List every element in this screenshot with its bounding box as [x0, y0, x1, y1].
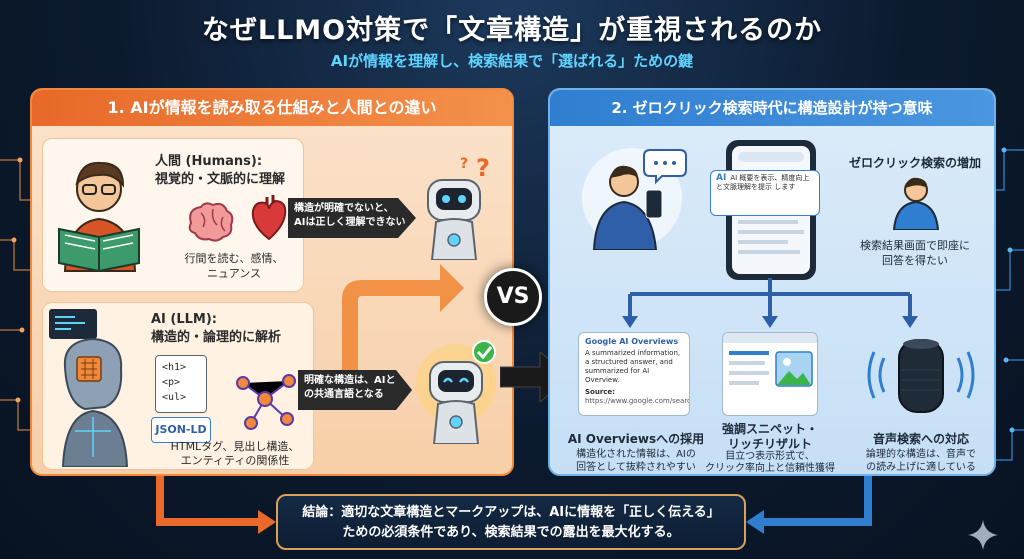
outcome-ai-overviews-note-1: 構造化された情報は、AIの	[576, 449, 696, 460]
ai-humanoid-icon	[49, 309, 129, 467]
zero-click-note-1: 検索結果画面で即座に	[860, 239, 970, 252]
rich-snippet-card	[722, 332, 818, 416]
google-ai-overviews-brand: Google AI Overviews	[585, 337, 679, 346]
zero-click-note-2: 回答を得たい	[882, 254, 948, 267]
image-placeholder-icon	[775, 351, 813, 387]
outcome-snippet-title-2: リッチリザルト	[727, 437, 812, 451]
json-ld-icon: JSON-LD	[151, 417, 211, 443]
brain-icon	[188, 202, 234, 242]
page-title: なぜLLMO対策で「文章構造」が重視されるのか	[201, 15, 823, 46]
human-title-2: 視覚的・文脈的に理解	[155, 172, 286, 187]
human-note-2: ニュアンス	[206, 267, 262, 280]
outcome-snippet-title-1: 強調スニペット・	[721, 422, 818, 436]
smart-speaker-icon	[867, 339, 975, 413]
human-title-1: 人間 (Humans):	[155, 154, 263, 169]
ai-overview-card: Google AI Overviews A summarized informa…	[578, 332, 690, 416]
chat-bubble-icon	[643, 149, 687, 185]
human-arrow-text-1: 構造が明確でないと、	[294, 203, 394, 214]
ai-chat-text: AI 概要を表示、精度向上 と文脈理解を提示 します	[716, 174, 810, 191]
left-panel: 1. AIが情報を読み取る仕組みと人間との違い 人間 (Humans): 視覚的…	[30, 88, 514, 476]
human-arrow-text-2: AIは正しく理解できない	[294, 217, 406, 228]
outcome-voice-note-1: 論理的な構造は、音声で	[866, 449, 976, 460]
ai-arrow-text-2: の共通言語となる	[304, 389, 384, 400]
human-card: 人間 (Humans): 視覚的・文脈的に理解 行間を読む、感情、 ニュアンス	[42, 138, 304, 292]
check-icon	[472, 340, 496, 364]
thinking-person-small-icon	[892, 177, 940, 230]
ai-chat-label: AI	[716, 173, 727, 183]
ai-note-1: HTMLタグ、見出し構造、	[170, 440, 300, 453]
outcome-snippet-note-1: 目立つ表示形式で、	[725, 451, 815, 462]
ai-card: AI (LLM): 構造的・論理的に解析 <h1> <p> <ul> JSON-…	[42, 302, 314, 470]
overview-body: A summarized information, a structured a…	[585, 349, 681, 384]
robot-confused-icon: ? ?	[427, 156, 490, 260]
heart-icon	[251, 195, 287, 241]
svg-text:?: ?	[460, 156, 468, 172]
vs-badge: VS	[484, 268, 542, 326]
right-panel-heading: 2. ゼロクリック検索時代に構造設計が持つ意味	[550, 90, 994, 126]
conclusion-line-2: ための必須条件であり、検索結果での露出を最大化する。	[342, 525, 680, 540]
ai-note-2: エンティティの関係性	[180, 454, 290, 467]
svg-text:?: ?	[476, 156, 490, 182]
outcome-voice-note-2: の読み上げに適している	[866, 462, 976, 473]
left-panel-heading: 1. AIが情報を読み取る仕組みと人間との違い	[32, 90, 512, 126]
code-tags-icon: <h1> <p> <ul>	[155, 355, 207, 413]
ai-title-1: AI (LLM):	[151, 312, 218, 327]
code-tag: <p>	[162, 377, 181, 388]
outcome-ai-overviews-title: AI Overviewsへの採用	[567, 432, 705, 446]
code-tag: <ul>	[162, 392, 187, 403]
outcome-snippet-note-2: クリック率向上と信頼性獲得	[705, 463, 835, 474]
conclusion-box: 結論：適切な文章構造とマークアップは、AIに情報を「正しく伝える」 ための必須条…	[276, 494, 746, 550]
conclusion-arrows	[156, 476, 872, 534]
ai-arrow: 明確な構造は、AIと の共通言語となる	[298, 370, 412, 410]
zero-click-title: ゼロクリック検索の増加	[848, 156, 981, 170]
overview-source-label: Source:	[585, 388, 615, 396]
ai-title-2: 構造的・論理的に解析	[151, 330, 282, 345]
human-arrow: 構造が明確でないと、 AIは正しく理解できない	[288, 198, 416, 238]
outcome-voice-title: 音声検索への対応	[872, 432, 969, 446]
branch-arrows	[622, 278, 918, 328]
page-subtitle: AIが情報を理解し、検索結果で「選ばれる」ための鍵	[330, 52, 694, 70]
code-tag: <h1>	[162, 362, 187, 373]
outcome-ai-overviews-note-2: 回答として抜粋されやすい	[576, 462, 696, 473]
overview-source-url: https://www.google.com/search?...	[585, 397, 690, 405]
person-reading-icon	[58, 161, 140, 273]
robot-happy-icon	[416, 340, 496, 444]
thinking-person-icon	[582, 148, 687, 250]
human-note-1: 行間を読む、感情、	[184, 252, 284, 265]
conclusion-line-1: 結論：適切な文章構造とマークアップは、AIに情報を「正しく伝える」	[302, 505, 720, 520]
graph-network-icon	[236, 374, 296, 430]
sparkle-icon	[968, 520, 998, 550]
ai-arrow-text-1: 明確な構造は、AIと	[304, 375, 396, 386]
up-arrow	[342, 264, 464, 370]
